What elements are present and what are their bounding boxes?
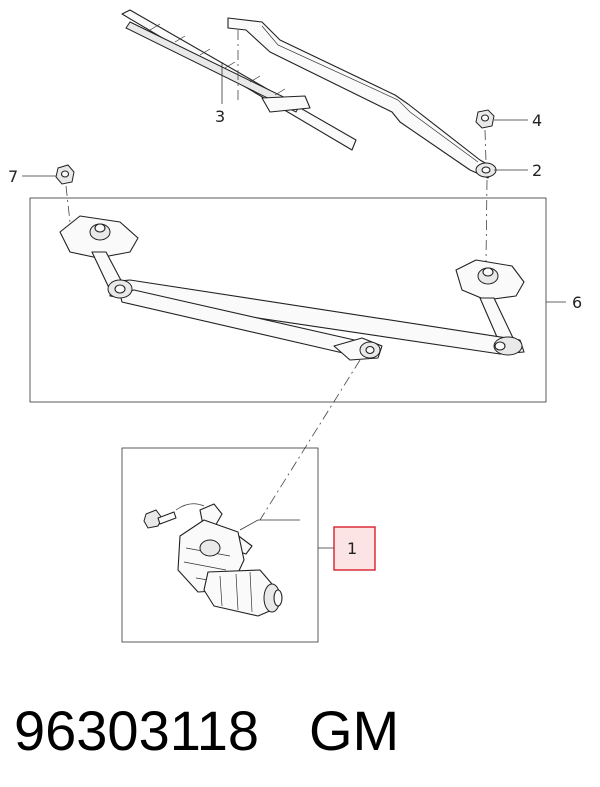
nut-4 xyxy=(475,109,495,129)
callout-3: 3 xyxy=(215,107,225,126)
part-number: 96303118 xyxy=(14,699,259,762)
part-caption: 96303118 GM xyxy=(14,686,594,776)
wiper-arm xyxy=(227,17,497,179)
callout-1-highlight[interactable]: 1 xyxy=(333,526,376,571)
callout-6: 6 xyxy=(572,293,582,312)
callout-4: 4 xyxy=(532,111,542,130)
callout-7: 7 xyxy=(8,167,18,186)
brand-name: GM xyxy=(309,699,400,762)
wiper-motor xyxy=(143,503,283,617)
linkage-frame xyxy=(29,197,547,403)
parts-diagram: 3 4 2 7 6 1 xyxy=(8,9,582,643)
callout-1: 1 xyxy=(347,539,357,558)
nut-7 xyxy=(55,164,75,185)
motor-inset xyxy=(121,447,319,643)
wiper-linkage xyxy=(59,215,525,361)
callout-2: 2 xyxy=(532,161,542,180)
wiper-blade xyxy=(121,9,357,151)
